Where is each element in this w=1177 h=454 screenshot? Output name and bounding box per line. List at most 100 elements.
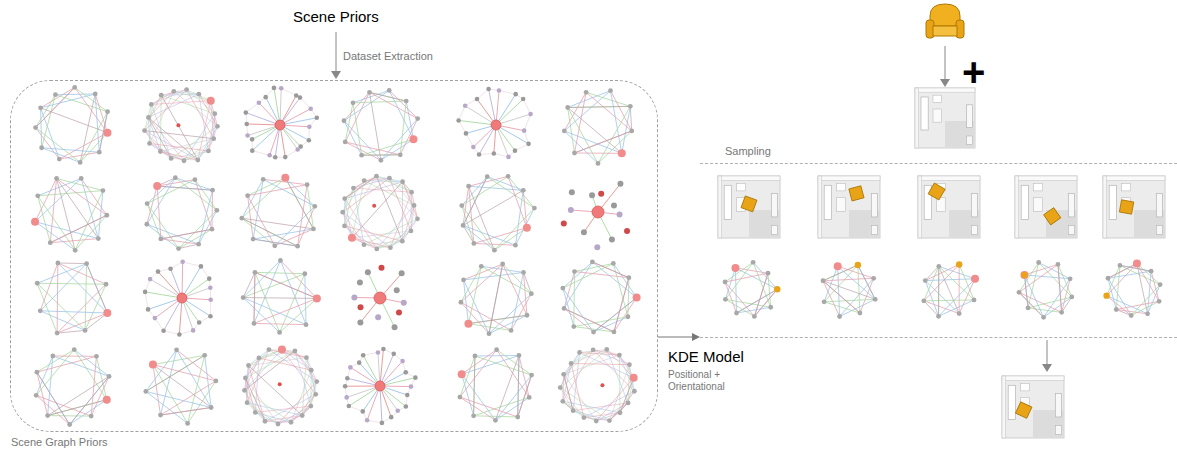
- graph-edge: [242, 178, 285, 218]
- graph-node: [35, 281, 40, 286]
- graph-node: [309, 368, 314, 373]
- graph-node: [278, 258, 283, 263]
- graph-edge: [345, 103, 353, 142]
- graph-edge: [37, 372, 70, 424]
- graph-node: [347, 404, 352, 409]
- graph-edge: [285, 178, 313, 229]
- graph-node: [457, 395, 462, 400]
- cabinet: [971, 193, 977, 217]
- graph-node: [107, 374, 112, 379]
- graph-node: [279, 86, 284, 91]
- graph-edge: [48, 415, 92, 416]
- graph-node: [521, 270, 526, 275]
- scene-graph: [35, 261, 111, 336]
- graph-node: [509, 328, 514, 333]
- graph-edge: [508, 176, 527, 227]
- graph-node: [409, 229, 414, 234]
- cabinet: [967, 136, 973, 144]
- graph-node: [529, 291, 534, 296]
- graph-node: [774, 286, 780, 292]
- graph-node: [197, 320, 202, 325]
- graph-edge: [157, 186, 161, 239]
- scene-graph: [458, 262, 533, 337]
- graph-node: [568, 207, 574, 213]
- graph-edge: [145, 90, 187, 131]
- graph-node: [148, 277, 153, 282]
- graph-node: [521, 97, 526, 102]
- armchair: [1021, 383, 1030, 390]
- graph-edge: [824, 302, 860, 313]
- graph-node: [213, 379, 218, 384]
- scene-graph: [144, 175, 219, 251]
- room-wall: [918, 176, 922, 238]
- graph-edge: [37, 372, 70, 424]
- graph-edge: [464, 280, 469, 324]
- graph-edge: [85, 313, 107, 330]
- graph-edge: [36, 87, 75, 127]
- graph-node: [1145, 311, 1150, 316]
- scene-graph: [1017, 260, 1075, 320]
- graph-node: [241, 295, 246, 300]
- graph-node: [379, 265, 385, 271]
- graph-edge: [148, 117, 171, 158]
- graph-edge: [36, 350, 74, 396]
- graph-edge: [503, 264, 527, 315]
- graph-node: [34, 370, 39, 375]
- graph-edge: [244, 351, 294, 390]
- graph-node: [387, 88, 392, 93]
- graph-edge: [925, 279, 975, 281]
- graph-edge: [824, 299, 875, 302]
- graph-edge: [150, 279, 182, 298]
- scene-graph: [242, 345, 319, 426]
- graph-node: [182, 158, 187, 163]
- graph-node: [210, 188, 215, 193]
- graph-node: [351, 186, 356, 191]
- arrow-head: [940, 79, 950, 87]
- graph-node: [251, 237, 256, 242]
- graph-node: [571, 324, 576, 329]
- graph-edge: [598, 106, 630, 163]
- graph-node: [50, 354, 55, 359]
- graph-node: [389, 415, 394, 420]
- graph-node: [398, 152, 403, 157]
- graph-edge: [247, 350, 269, 403]
- graph-edge: [75, 87, 108, 132]
- graph-node: [104, 213, 109, 218]
- scene-graph: [342, 88, 421, 163]
- graph-edge: [364, 219, 417, 245]
- graph-node: [250, 148, 255, 153]
- graph-edge: [563, 263, 614, 288]
- graph-node: [97, 150, 102, 155]
- graph-edge: [183, 262, 201, 267]
- graph-node: [208, 285, 213, 290]
- graph-node: [632, 389, 637, 394]
- graph-edge: [489, 264, 503, 334]
- graph-edge: [563, 401, 596, 421]
- graph-node: [617, 181, 623, 187]
- graph-node: [1129, 313, 1134, 318]
- graph-edge: [924, 264, 959, 300]
- graph-node: [345, 376, 350, 381]
- plus-sign: +: [962, 52, 985, 92]
- graph-node: [38, 105, 43, 110]
- graph-node: [156, 269, 161, 274]
- graph-node: [273, 155, 278, 160]
- graph-edge: [496, 125, 529, 144]
- graph-edge: [255, 412, 278, 424]
- graph-node: [629, 129, 634, 134]
- cabinet: [971, 226, 977, 235]
- graph-node: [821, 278, 826, 283]
- graph-node: [618, 410, 623, 415]
- graph-edge: [568, 107, 598, 163]
- graph-edge: [607, 350, 634, 378]
- graph-node: [400, 179, 405, 184]
- graph-node: [1017, 290, 1022, 295]
- graph-node: [598, 191, 604, 197]
- graph-node: [374, 247, 379, 252]
- graph-edge: [164, 331, 180, 335]
- graph-edge: [80, 112, 107, 163]
- room-render: [818, 176, 880, 238]
- graph-edge: [462, 374, 496, 420]
- graph-node: [409, 190, 414, 195]
- room-floor: [1002, 376, 1064, 438]
